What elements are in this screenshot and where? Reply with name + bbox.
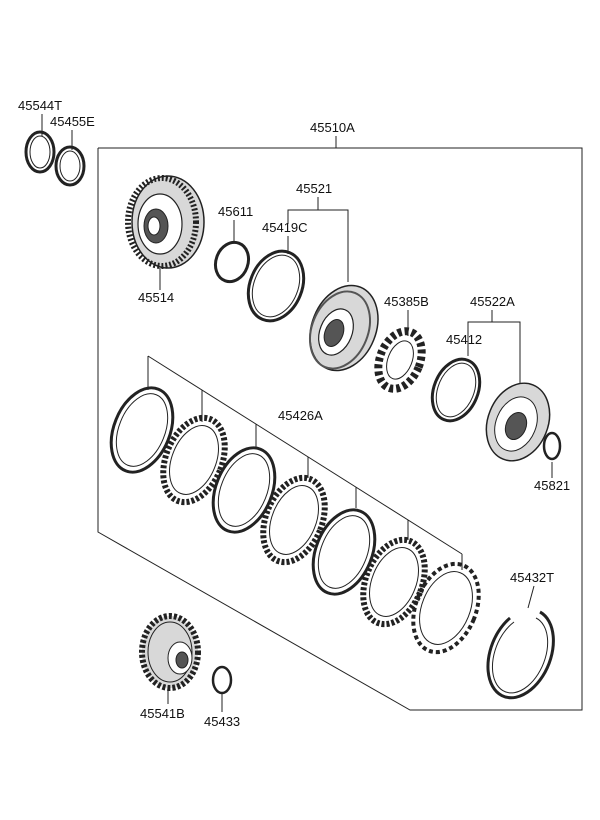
label-45433[interactable]: 45433 <box>204 714 240 729</box>
part-45521-piston <box>309 284 379 372</box>
part-45455E-seal-ring <box>54 145 86 187</box>
label-45412[interactable]: 45412 <box>446 332 482 347</box>
part-45426A-disc-5 <box>311 508 377 596</box>
bracket-45522A <box>467 321 521 390</box>
label-45521[interactable]: 45521 <box>296 181 332 196</box>
part-45426A-disc-2 <box>160 414 228 506</box>
part-45426A-disc-1 <box>109 386 175 474</box>
part-45412-ring <box>430 357 482 423</box>
part-45426A-disc-6 <box>360 536 428 628</box>
label-45514[interactable]: 45514 <box>138 290 174 305</box>
part-45432T-snap-ring <box>486 610 555 700</box>
label-45544T[interactable]: 45544T <box>18 98 62 113</box>
bracket-45426A-top <box>147 355 463 555</box>
part-45544T-snap-ring <box>24 130 56 174</box>
part-45514-drum <box>125 175 205 269</box>
label-45541B[interactable]: 45541B <box>140 706 185 721</box>
label-45385B[interactable]: 45385B <box>384 294 429 309</box>
label-45426A[interactable]: 45426A <box>278 408 323 423</box>
leader-45432T <box>527 585 535 609</box>
label-45455E[interactable]: 45455E <box>50 114 95 129</box>
label-45611[interactable]: 45611 <box>218 204 253 219</box>
label-45419C[interactable]: 45419C <box>262 220 308 235</box>
part-45426A-disc-4 <box>260 474 328 566</box>
label-45821[interactable]: 45821 <box>534 478 570 493</box>
part-45426A-disc-3 <box>211 446 277 534</box>
part-45821-snap-ring <box>542 431 562 461</box>
part-45433-snap-ring <box>211 665 233 695</box>
assembly-outline <box>97 147 583 711</box>
part-45385B-spring <box>374 327 426 393</box>
label-45432T[interactable]: 45432T <box>510 570 554 585</box>
part-45426A-disc-7 <box>411 561 481 655</box>
part-45611-ring <box>213 240 251 284</box>
part-45541B-gear <box>139 613 201 691</box>
label-45510A[interactable]: 45510A <box>310 120 355 135</box>
label-45522A[interactable]: 45522A <box>470 294 515 309</box>
part-45419C-ring <box>246 249 306 323</box>
part-45522A-piston <box>485 382 551 462</box>
